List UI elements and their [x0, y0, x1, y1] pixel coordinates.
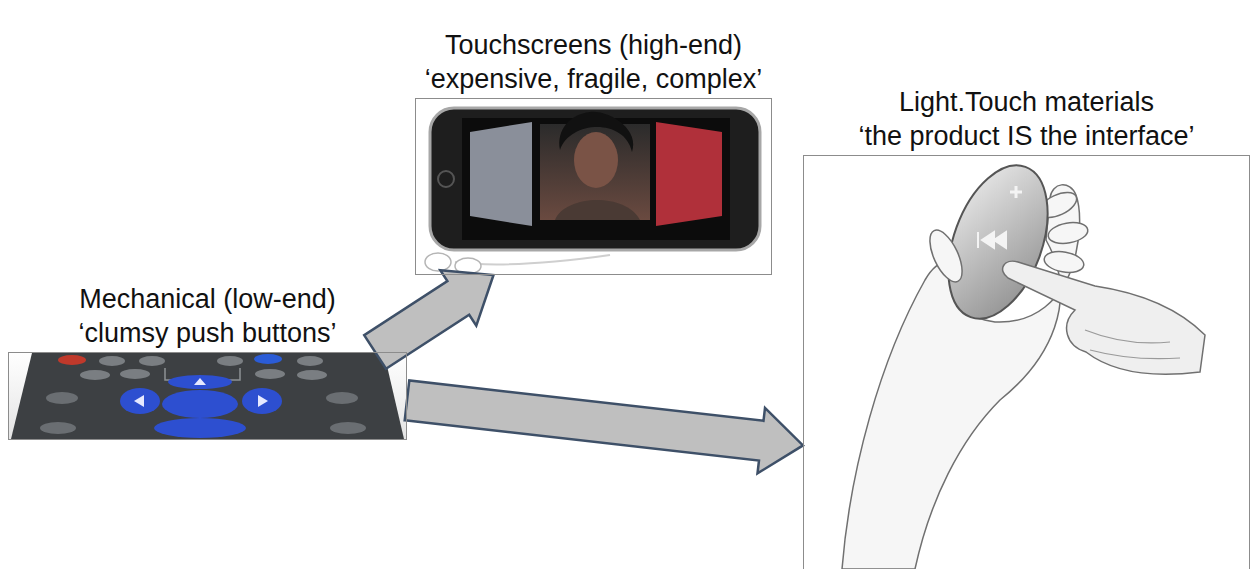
block-arrow [364, 270, 493, 369]
panel-heading: Touchscreens (high-end)‘expensive, fragi… [425, 28, 763, 96]
push-button [139, 356, 165, 366]
image-panel: Mechanical (low-end)‘clumsy push buttons… [8, 352, 407, 440]
dpad-up [168, 375, 232, 389]
arrow-glyph [134, 395, 144, 407]
arrow-glyph [194, 378, 206, 385]
push-button [40, 422, 76, 434]
blue-button [254, 354, 282, 364]
push-button [330, 422, 366, 434]
panel-heading: Light.Touch materials‘the product IS the… [858, 85, 1194, 153]
push-button [217, 356, 243, 366]
push-button [255, 369, 285, 379]
hands-sketch [842, 152, 1205, 569]
panel-title: Light.Touch materials [858, 85, 1194, 119]
dpad-center [162, 390, 238, 418]
photo-ground [9, 353, 406, 439]
panel-title: Touchscreens (high-end) [425, 28, 763, 62]
finger-crease [1085, 330, 1180, 359]
panel-heading: Mechanical (low-end)‘clumsy push buttons… [78, 282, 336, 350]
push-button [297, 370, 327, 380]
player-body [430, 108, 760, 250]
arrow-glyph [258, 395, 268, 407]
skip-symbol [978, 232, 1006, 248]
panel-title: Mechanical (low-end) [78, 282, 336, 316]
finger [1047, 220, 1090, 247]
push-button [99, 356, 125, 366]
red-button [58, 355, 86, 365]
cover-shoulders [555, 200, 640, 220]
photo-ground [416, 99, 771, 274]
thumb [923, 226, 968, 287]
dpad-down [154, 418, 246, 438]
home-button [438, 171, 454, 187]
push-button [80, 370, 110, 380]
remote-photo [9, 353, 406, 439]
push-button [297, 356, 323, 366]
earbud [425, 253, 451, 271]
panel-quote: ‘the product IS the interface’ [858, 119, 1194, 153]
plus-symbol [1010, 186, 1022, 198]
right-hand [1003, 261, 1205, 374]
push-button [46, 392, 78, 404]
remote-body [11, 353, 404, 439]
panel-quote: ‘expensive, fragile, complex’ [425, 62, 763, 96]
push-button [120, 369, 150, 379]
cover-face [574, 132, 618, 188]
album-cover [470, 122, 532, 226]
album-cover [656, 122, 722, 226]
dpad-left [120, 388, 160, 414]
dpad-right [242, 388, 282, 414]
block-arrow [405, 381, 803, 474]
player-screen [462, 118, 730, 240]
album-cover [540, 124, 650, 220]
touchscreen-photo [416, 99, 771, 274]
push-button [326, 392, 358, 404]
panel-quote: ‘clumsy push buttons’ [78, 316, 336, 350]
cover-hair [559, 112, 633, 152]
image-panel: Light.Touch materials‘the product IS the… [803, 155, 1250, 569]
image-panel: Touchscreens (high-end)‘expensive, fragi… [415, 98, 772, 275]
